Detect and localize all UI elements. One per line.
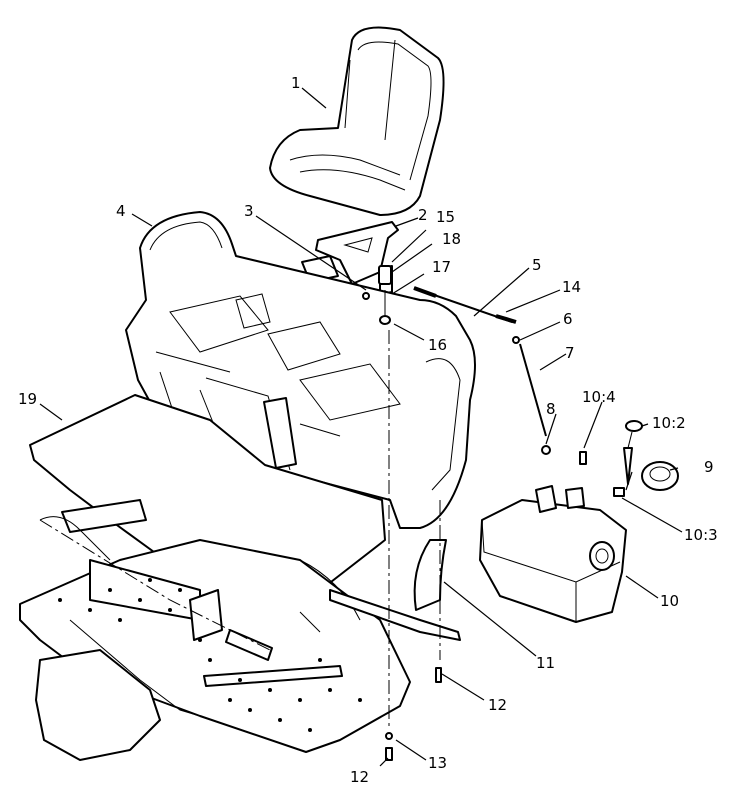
callout-8: 8 <box>546 400 556 418</box>
callout-labels: 1 2 3 4 5 6 7 8 9 10 10:2 10:3 10:4 11 1… <box>18 74 718 786</box>
callout-19: 19 <box>18 390 37 408</box>
callout-10-3: 10:3 <box>684 526 718 544</box>
callout-2: 2 <box>418 206 428 224</box>
callout-18: 18 <box>442 230 461 248</box>
frame-holes <box>58 578 362 732</box>
callout-10: 10 <box>660 592 679 610</box>
callout-12-b: 12 <box>350 768 369 786</box>
callout-14: 14 <box>562 278 581 296</box>
callout-7: 7 <box>565 344 575 362</box>
callout-17: 17 <box>432 258 451 276</box>
callout-10-2: 10:2 <box>652 414 686 432</box>
fuel-gauge <box>623 420 643 485</box>
callout-1: 1 <box>291 74 301 92</box>
hardware <box>362 265 625 761</box>
callout-6: 6 <box>563 310 573 328</box>
leader-lines <box>39 87 683 767</box>
callout-12-a: 12 <box>488 696 507 714</box>
callout-11: 11 <box>536 654 555 672</box>
callout-15: 15 <box>436 208 455 226</box>
callout-5: 5 <box>532 256 542 274</box>
callout-10-4: 10:4 <box>582 388 616 406</box>
callout-13: 13 <box>428 754 447 772</box>
callout-4: 4 <box>116 202 126 220</box>
seat <box>269 26 445 216</box>
callout-16: 16 <box>428 336 447 354</box>
fuel-cap <box>641 461 679 491</box>
rods <box>413 286 547 437</box>
fuel-tank <box>479 485 627 623</box>
callout-9: 9 <box>704 458 714 476</box>
callout-3: 3 <box>244 202 254 220</box>
